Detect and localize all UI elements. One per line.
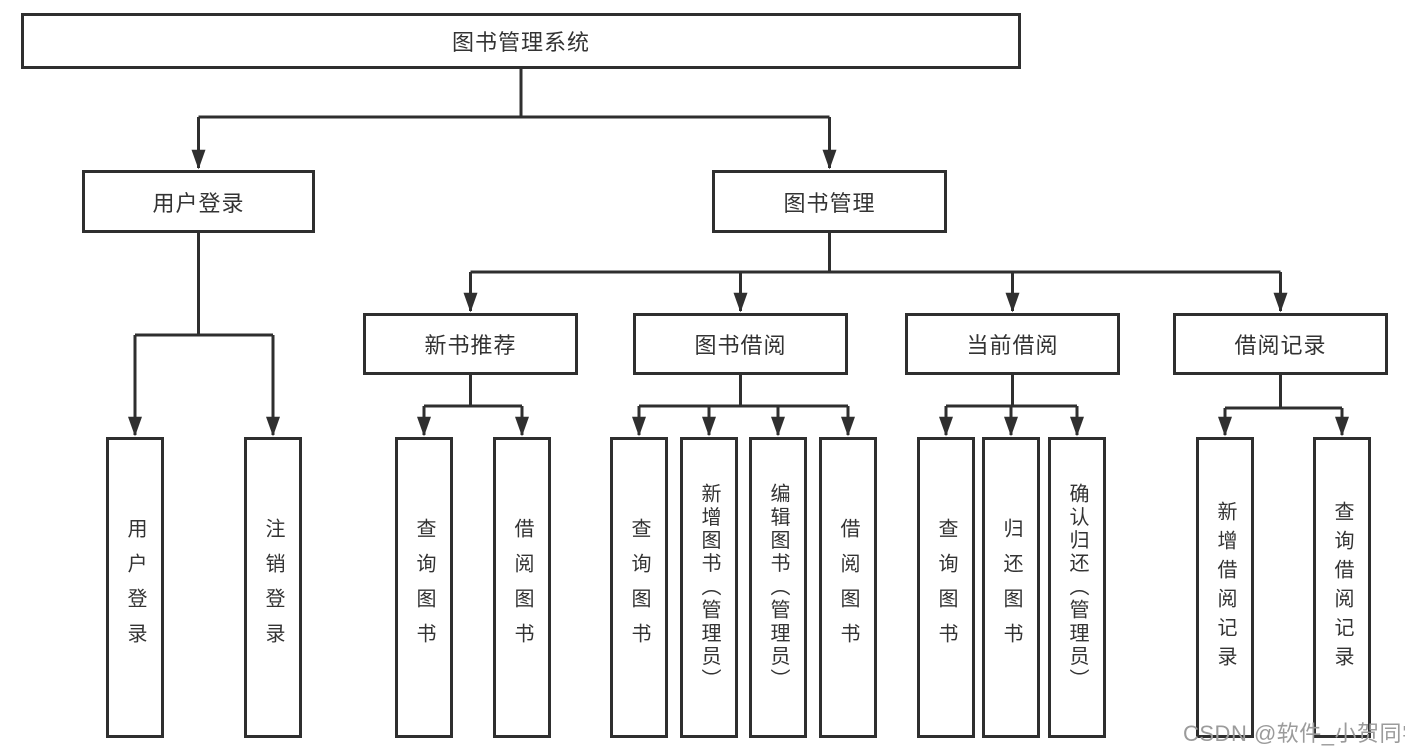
leaf-borrow-books-recommend: 借阅图书 — [493, 437, 551, 738]
node-book-management: 图书管理 — [712, 170, 947, 233]
leaf-query-books-borrow: 查询图书 — [610, 437, 668, 738]
leaf-logout: 注销登录 — [244, 437, 302, 738]
leaf-add-books-admin: 新增图书（管理员） — [680, 437, 738, 738]
leaf-user-login: 用户登录 — [106, 437, 164, 738]
node-new-book-recommend: 新书推荐 — [363, 313, 578, 375]
leaf-add-borrow-record: 新增借阅记录 — [1196, 437, 1254, 738]
leaf-edit-books-admin: 编辑图书（管理员） — [749, 437, 807, 738]
node-user-login: 用户登录 — [82, 170, 315, 233]
leaf-return-books: 归还图书 — [982, 437, 1040, 738]
csdn-watermark: CSDN @软件_小贺同学 — [1183, 721, 1405, 746]
leaf-query-books-current: 查询图书 — [917, 437, 975, 738]
leaf-borrow-books: 借阅图书 — [819, 437, 877, 738]
leaf-query-books-recommend: 查询图书 — [395, 437, 453, 738]
leaf-confirm-return-admin: 确认归还（管理员） — [1048, 437, 1106, 738]
node-library-system: 图书管理系统 — [21, 13, 1021, 69]
node-borrow-record: 借阅记录 — [1173, 313, 1388, 375]
node-current-borrow: 当前借阅 — [905, 313, 1120, 375]
leaf-query-borrow-record: 查询借阅记录 — [1313, 437, 1371, 738]
node-book-borrow: 图书借阅 — [633, 313, 848, 375]
